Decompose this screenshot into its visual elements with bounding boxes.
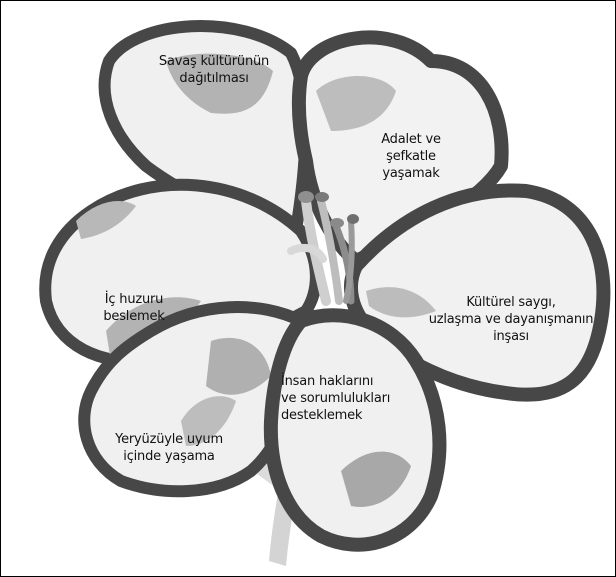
petal-label-upper-right: Adalet ve şefkatle yaşamak: [361, 131, 461, 182]
petal-label-right: Kültürel saygı, uzlaşma ve dayanışmanın …: [426, 294, 596, 345]
petal-label-left: İç huzuru beslemek: [84, 291, 184, 325]
petal-bottom-center: [271, 315, 440, 544]
petal-label-bottom-center: İnsan haklarını ve sorumlulukları destek…: [281, 373, 411, 424]
petal-label-bottom-left: Yeryüzüyle uyum içinde yaşama: [99, 431, 239, 465]
petal-label-top: Savaş kültürünün dağıtılması: [149, 53, 279, 87]
